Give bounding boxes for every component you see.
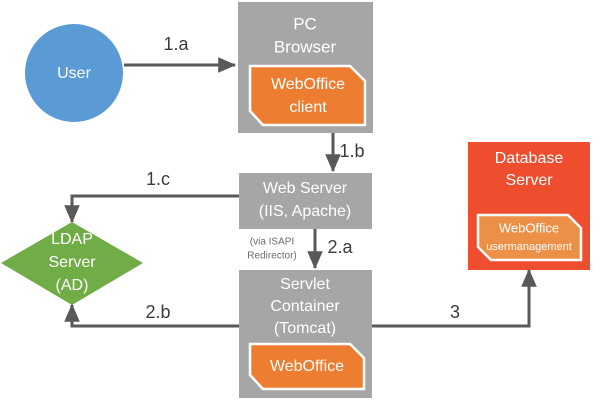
edge-label-1a: 1.a: [163, 34, 189, 54]
node-database-server[interactable]: Database Server WebOffice usermanagement: [468, 142, 590, 270]
component-weboffice-servlet[interactable]: WebOffice: [248, 342, 366, 391]
database-server-label-line1: Database: [495, 150, 564, 167]
component-weboffice-usermanagement[interactable]: WebOffice usermanagement: [476, 213, 583, 262]
node-ldap-server[interactable]: LDAP Server (AD): [1, 222, 143, 305]
weboffice-client-label-line2: client: [289, 99, 327, 116]
weboffice-usermanagement-label-line1: WebOffice: [499, 220, 559, 235]
weboffice-usermanagement-label-line2: usermanagement: [486, 241, 572, 253]
component-weboffice-client[interactable]: WebOffice client: [248, 64, 367, 127]
user-label: User: [57, 65, 91, 82]
servlet-container-label-line2: Container: [270, 298, 340, 315]
node-user[interactable]: User: [25, 24, 123, 122]
edge-2b: [64, 303, 240, 328]
node-servlet-container[interactable]: Servlet Container (Tomcat) WebOffice: [239, 270, 372, 398]
node-pc-browser[interactable]: PC Browser WebOffice client: [238, 2, 373, 133]
edge-label-1b: 1.b: [339, 141, 364, 161]
database-server-label-line2: Server: [505, 172, 553, 189]
edge-1c: [64, 194, 240, 224]
web-server-label-line2: (IIS, Apache): [259, 203, 352, 220]
edge-note-2a-line1: (via ISAPI: [250, 237, 294, 248]
web-server-label-line1: Web Server: [263, 180, 348, 197]
pc-browser-label-line1: PC: [293, 14, 317, 33]
edge-label-2b: 2.b: [145, 302, 170, 322]
node-web-server[interactable]: Web Server (IIS, Apache): [239, 173, 372, 229]
weboffice-servlet-label: WebOffice: [270, 358, 344, 375]
pc-browser-label-line2: Browser: [274, 37, 337, 56]
weboffice-client-label-line1: WebOffice: [271, 76, 345, 93]
ldap-server-label-line1: LDAP: [51, 231, 93, 248]
ldap-server-label-line3: (AD): [56, 277, 89, 294]
ldap-server-label-line2: Server: [48, 254, 96, 271]
servlet-container-label-line1: Servlet: [280, 276, 330, 293]
edge-label-3: 3: [450, 302, 460, 322]
servlet-container-label-line3: (Tomcat): [274, 320, 336, 337]
edge-note-2a-line2: Redirector): [247, 251, 296, 262]
edge-label-2a: 2.a: [327, 237, 353, 257]
edge-label-1c: 1.c: [146, 169, 170, 189]
edge-3: [371, 268, 537, 328]
